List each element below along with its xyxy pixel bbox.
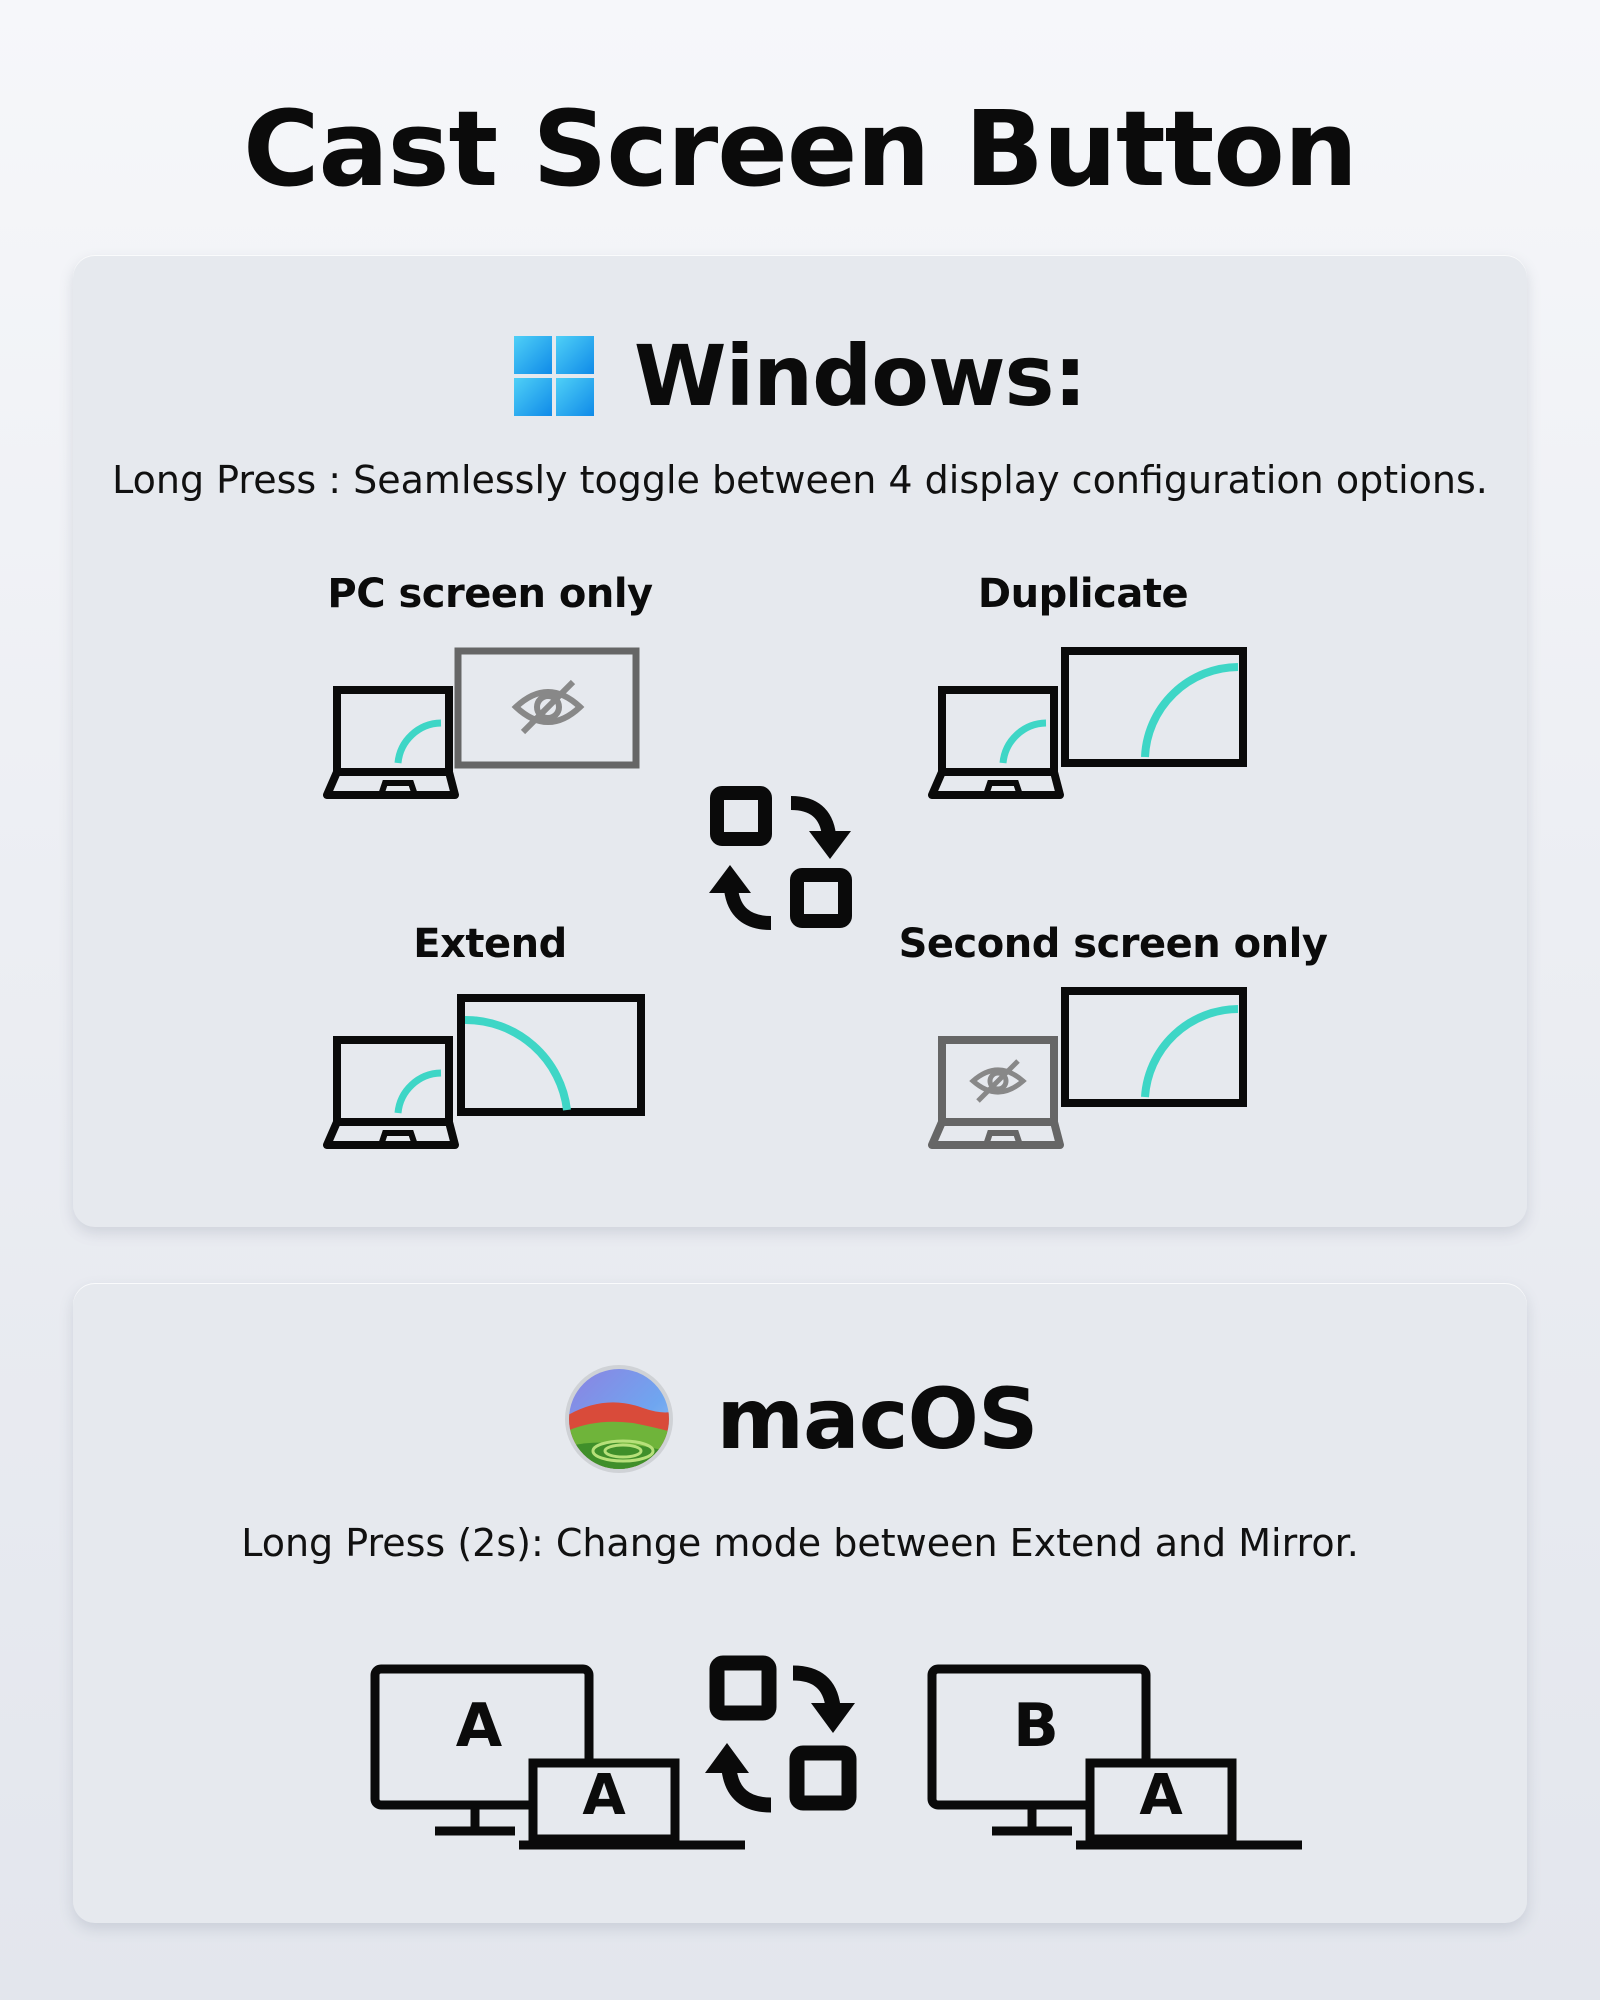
windows-card: Windows: Long Press : Seamlessly toggle … xyxy=(73,255,1527,1227)
macos-heading-label: macOS xyxy=(716,1370,1039,1468)
mode-label-extend: Extend xyxy=(413,921,567,967)
monitor-icon xyxy=(1061,987,1247,1107)
macos-heading: macOS xyxy=(73,1363,1527,1475)
windows-heading: Windows: xyxy=(73,327,1527,425)
monitor-off-icon xyxy=(454,647,640,769)
macos-logo-icon xyxy=(564,1365,673,1473)
duplicate-icon xyxy=(928,647,1247,799)
windows-heading-label: Windows: xyxy=(633,327,1087,425)
laptop-icon xyxy=(323,1036,459,1149)
mode-label-pc-screen-only: PC screen only xyxy=(327,571,653,617)
laptop-icon xyxy=(928,686,1064,799)
page-title: Cast Screen Button xyxy=(243,88,1358,210)
mode-label-duplicate: Duplicate xyxy=(977,571,1189,617)
windows-logo-icon xyxy=(513,336,594,416)
windows-description: Long Press : Seamlessly toggle between 4… xyxy=(112,458,1488,502)
extend-icon xyxy=(323,994,645,1149)
mirror-monitor-letter: A xyxy=(455,1691,503,1761)
second-screen-only-icon xyxy=(928,987,1247,1149)
laptop-off-icon xyxy=(928,1036,1064,1149)
switch-cycle-icon xyxy=(709,786,852,930)
pc-screen-only-icon xyxy=(323,647,640,799)
monitor-icon xyxy=(457,994,645,1116)
monitor-icon xyxy=(1061,647,1247,767)
laptop-icon xyxy=(323,686,459,799)
mirror-mode-icon: A A xyxy=(369,1663,749,1853)
extend-mode-icon: B A xyxy=(926,1663,1306,1853)
extend-laptop-letter: A xyxy=(1139,1763,1183,1828)
macos-description: Long Press (2s): Change mode between Ext… xyxy=(241,1521,1359,1565)
mode-label-second-screen-only: Second screen only xyxy=(898,921,1328,967)
switch-cycle-icon xyxy=(705,1655,857,1813)
extend-monitor-letter: B xyxy=(1013,1691,1059,1761)
macos-card: macOS Long Press (2s): Change mode betwe… xyxy=(73,1283,1527,1923)
mirror-laptop-letter: A xyxy=(582,1763,626,1828)
